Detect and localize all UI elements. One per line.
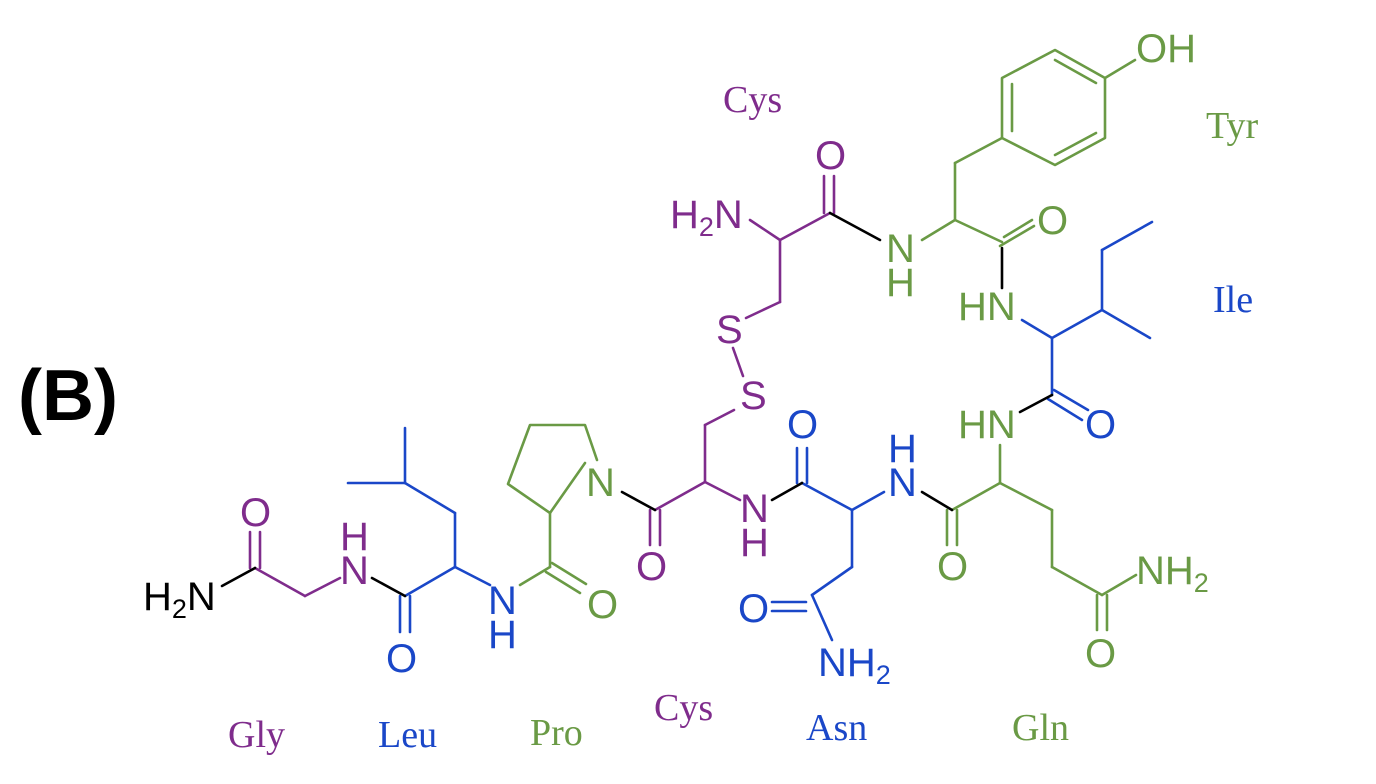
tyr-atoms: N H OH O	[886, 27, 1196, 305]
asn-side-chain-oxygen: O	[738, 587, 769, 631]
gln-amide-hn: HN	[958, 403, 1016, 447]
asn-side-chain-amine: NH2	[818, 641, 891, 690]
residue-label-ile: Ile	[1213, 279, 1253, 321]
pro-ring-nitrogen: N	[586, 461, 615, 505]
ile-amide-hn: HN	[958, 285, 1016, 329]
leu-amide-nitrogen: N	[488, 579, 517, 623]
gln-side-chain-amine: NH2	[1136, 549, 1209, 598]
cys-bottom-atoms: N H O	[636, 487, 769, 589]
hn-atoms: HN HN	[958, 285, 1016, 447]
residue-label-leu: Leu	[378, 714, 437, 756]
cys-bottom-bonds	[648, 408, 742, 547]
tyr-amide-hydrogen: H	[886, 261, 915, 305]
leu-carbonyl-oxygen: O	[386, 637, 417, 681]
asn-amide-nitrogen: N	[888, 461, 917, 505]
tyr-hydroxyl: OH	[1136, 27, 1196, 71]
residue-label-gly: Gly	[228, 714, 285, 756]
gln-atoms: NH2 O O	[937, 545, 1209, 676]
cys-bottom-amide-nitrogen: N	[740, 487, 769, 531]
sulfur-atom-2: S	[740, 374, 767, 418]
gln-side-chain-oxygen: O	[1085, 632, 1116, 676]
gly-amide-nitrogen: N	[340, 549, 369, 593]
gly-atoms: H N O	[240, 491, 369, 593]
leu-gly-peptide-bond	[370, 576, 407, 598]
ile-bonds	[1020, 220, 1154, 422]
panel-label: (B)	[18, 356, 118, 436]
sulfur-atom-1: S	[716, 308, 743, 352]
cys-pro-peptide-bond	[620, 490, 657, 512]
gly-bonds	[248, 530, 342, 598]
residue-label-tyr: Tyr	[1206, 105, 1259, 147]
gly-carbonyl-oxygen: O	[240, 491, 271, 535]
gln-asn-peptide-bond	[920, 490, 954, 512]
cys-tyr-peptide-bond	[828, 211, 882, 242]
tyr-bonds	[920, 48, 1137, 248]
residue-label-cys-bottom: Cys	[654, 687, 713, 729]
cys-amine-label: H2N	[670, 193, 743, 242]
ile-carbonyl-oxygen: O	[1085, 403, 1116, 447]
residue-label-asn: Asn	[806, 707, 867, 749]
residue-label-gln: Gln	[1012, 707, 1069, 749]
pro-bonds	[506, 423, 599, 595]
asn-bonds	[770, 446, 886, 642]
asn-cys-peptide-bond	[770, 481, 804, 502]
pro-carbonyl-oxygen: O	[587, 583, 618, 627]
tyr-carbonyl-oxygen: O	[1037, 199, 1068, 243]
cys-top-atoms: H2N O S S	[670, 134, 846, 418]
tyr-amide-nitrogen: N	[886, 227, 915, 271]
gln-bonds	[945, 443, 1138, 632]
terminal-amide-amine: H2N	[143, 575, 216, 624]
cys-top-carbonyl-oxygen: O	[815, 134, 846, 178]
gly-terminal-bond	[220, 566, 257, 588]
asn-atoms: H N O O NH2	[738, 403, 917, 690]
cys-bottom-carbonyl-oxygen: O	[636, 545, 667, 589]
leu-bonds	[346, 426, 492, 634]
residue-label-cys-top: Cys	[723, 79, 782, 121]
residue-label-pro: Pro	[530, 712, 583, 754]
gly-amide-hydrogen: H	[340, 515, 369, 559]
asn-amide-hydrogen: H	[888, 427, 917, 471]
pro-atoms: N O	[586, 461, 618, 627]
ile-gln-peptide-bond	[1018, 393, 1054, 414]
leu-amide-hydrogen: H	[488, 613, 517, 657]
cys-top-bonds	[731, 174, 836, 378]
asn-carbonyl-oxygen: O	[787, 403, 818, 447]
gln-carbonyl-oxygen: O	[937, 545, 968, 589]
cys-bottom-amide-hydrogen: H	[740, 521, 769, 565]
leu-atoms: N H O	[386, 579, 517, 681]
